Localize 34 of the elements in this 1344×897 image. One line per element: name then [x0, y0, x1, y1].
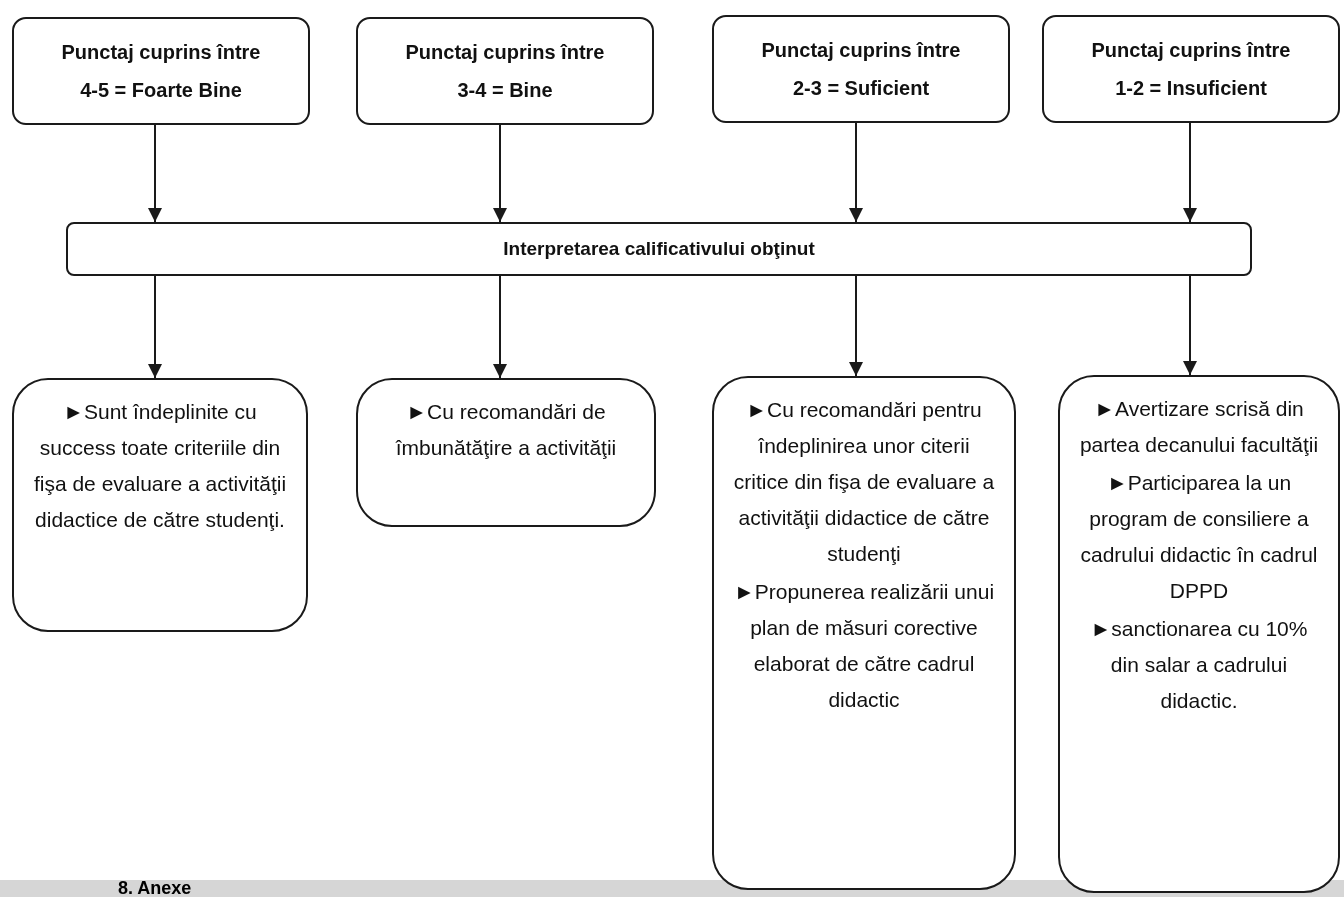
arrow — [148, 124, 162, 223]
box-text: Punctaj cuprins între — [1091, 38, 1291, 63]
outcome-text: ►Propunerea realizării unui plan de măsuri corective elaborat de către cadrul didactic — [732, 579, 996, 713]
arrow — [849, 275, 863, 377]
arrow — [493, 124, 507, 223]
outcome-text: ►Cu recomandări de îmbunătăţire a activităţii — [394, 399, 618, 461]
arrow — [148, 275, 162, 379]
score-range-box — [12, 17, 310, 125]
outcome-box — [712, 376, 1016, 890]
outcome-box — [12, 378, 308, 632]
score-range-box — [1042, 15, 1340, 123]
interpretation-bar — [66, 222, 1252, 276]
outcome-text: ►Cu recomandări pentru îndeplinirea unor citerii critice din fişa de evaluare a activităţii didactice de către studenţi — [732, 397, 996, 567]
bar-title: Interpretarea calificativului obţinut — [503, 238, 815, 260]
arrow — [1183, 122, 1197, 223]
outcome-box — [356, 378, 656, 527]
box-text: Punctaj cuprins între — [405, 40, 605, 65]
box-text: 1-2 = Insuficient — [1115, 76, 1267, 101]
score-range-box — [712, 15, 1010, 123]
outcome-text: ►Avertizare scrisă din partea decanului facultăţii — [1078, 396, 1320, 458]
box-text: 2-3 = Suficient — [792, 76, 930, 101]
outcome-text: ►Participarea la un program de consiliere a cadrului didactic în cadrul DPPD — [1079, 470, 1319, 604]
section-heading: 8. Anexe — [118, 879, 192, 897]
arrow — [493, 275, 507, 379]
outcome-box — [1058, 375, 1340, 893]
score-range-box — [356, 17, 654, 125]
outcome-text: ►Sunt îndeplinite cu success toate criteriile din fişa de evaluare a activităţii didactice de către studenţi. — [32, 399, 288, 533]
outcome-text: ►sanctionarea cu 10% din salar a cadrului didactic. — [1089, 616, 1309, 714]
box-text: Punctaj cuprins între — [761, 38, 961, 63]
arrow — [849, 122, 863, 223]
box-text: 3-4 = Bine — [457, 78, 553, 103]
box-text: 4-5 = Foarte Bine — [80, 78, 242, 103]
arrow — [1183, 275, 1197, 376]
box-text: Punctaj cuprins între — [61, 40, 261, 65]
